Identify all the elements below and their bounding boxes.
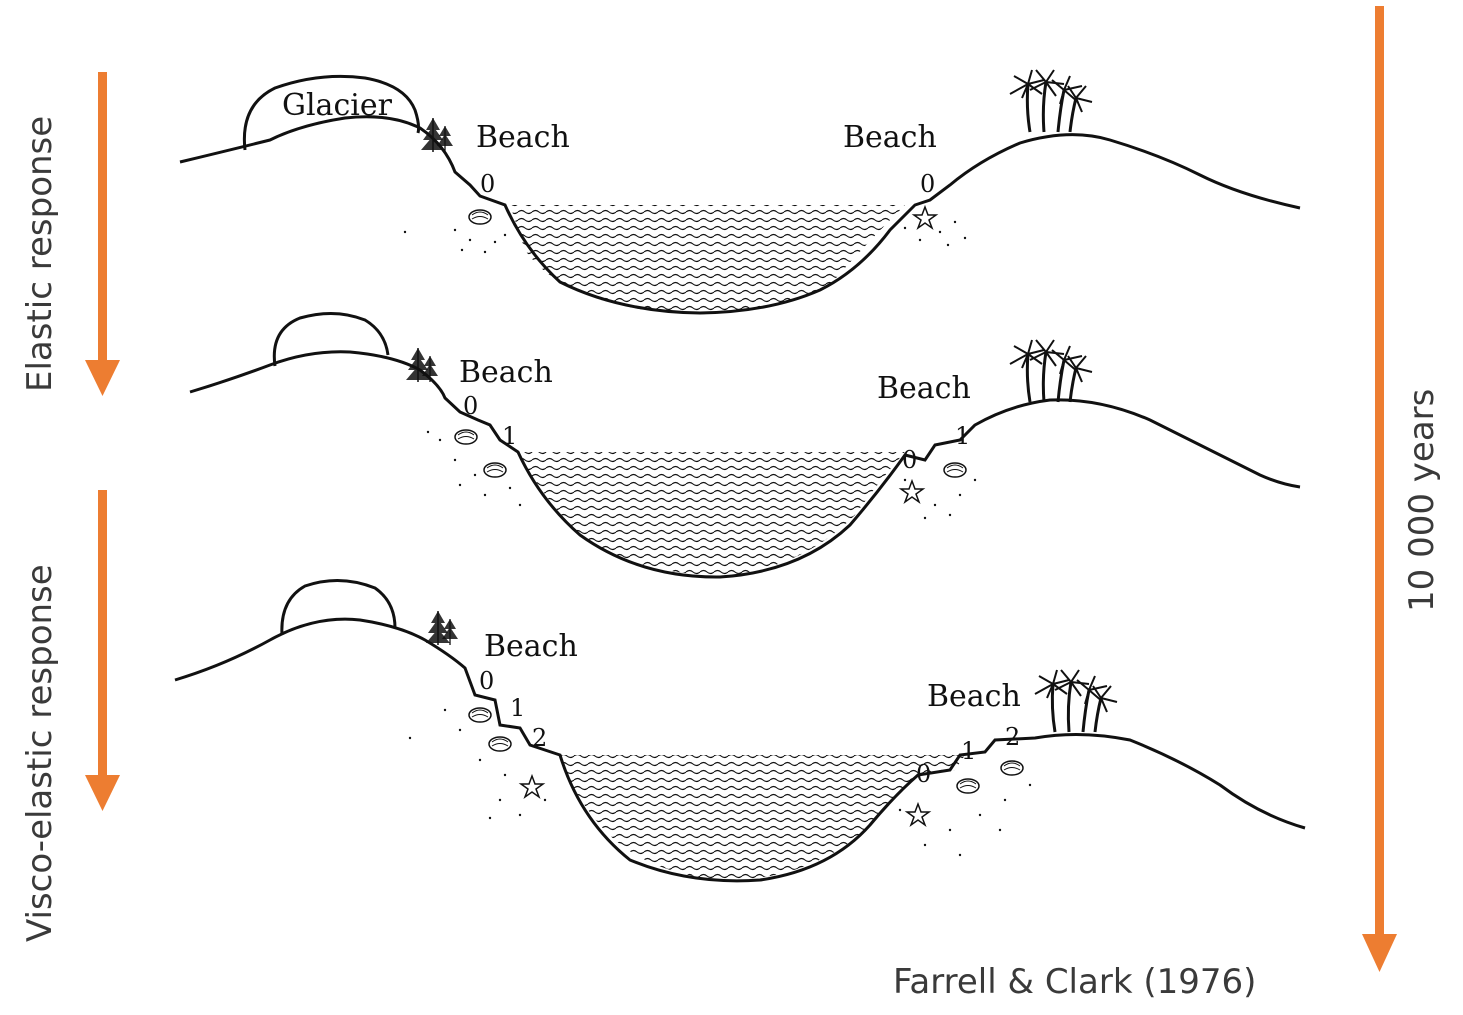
- left-mark-2: 2: [532, 724, 547, 752]
- duration-label: 10 000 years: [1402, 389, 1442, 612]
- right-mark-1: 1: [961, 737, 976, 765]
- visco-elastic-response-label: Visco-elastic response: [20, 564, 60, 942]
- right-shoreline-mark: 0: [920, 170, 935, 198]
- panel-present: Glacier Beach Beach 0 0: [180, 70, 1300, 314]
- left-mark-1: 1: [502, 422, 517, 450]
- shell-icon: [484, 463, 506, 477]
- left-beach-label: Beach: [459, 355, 553, 390]
- right-beach-label: Beach: [877, 371, 971, 406]
- visco-elastic-arrow: [85, 490, 120, 811]
- citation: Farrell & Clark (1976): [893, 962, 1256, 1002]
- left-mark-0: 0: [463, 392, 478, 420]
- starfish-icon: [521, 776, 543, 797]
- starfish-icon: [914, 207, 936, 228]
- starfish-icon: [901, 481, 923, 502]
- panel-visco-elastic: Beach Beach 0 1 2 0 1 2: [175, 580, 1305, 880]
- panel-elastic: Beach Beach 0 1 0 1: [190, 313, 1300, 577]
- palm-trees-icon: [1035, 670, 1117, 732]
- right-mark-1: 1: [955, 422, 970, 450]
- elastic-response-label: Elastic response: [20, 116, 60, 392]
- left-shoreline-mark: 0: [480, 170, 495, 198]
- shell-icon: [944, 463, 966, 477]
- right-mark-2: 2: [1005, 723, 1020, 751]
- shell-icon: [469, 210, 491, 224]
- shell-icon: [957, 779, 979, 793]
- left-mark-0: 0: [479, 667, 494, 695]
- sea-basin: [518, 452, 905, 576]
- right-beach-label: Beach: [843, 120, 937, 155]
- tree-icon: [426, 611, 458, 645]
- right-beach-label: Beach: [927, 679, 1021, 714]
- sea-basin: [510, 205, 905, 314]
- left-mark-1: 1: [510, 694, 525, 722]
- sea-basin: [560, 755, 965, 880]
- shell-icon: [1001, 761, 1023, 775]
- starfish-icon: [907, 804, 929, 825]
- left-beach-label: Beach: [484, 629, 578, 664]
- left-beach-label: Beach: [476, 120, 570, 155]
- shell-icon: [455, 430, 477, 444]
- palm-trees-icon: [1010, 340, 1092, 402]
- time-arrow: [1362, 6, 1397, 972]
- palm-trees-icon: [1010, 70, 1092, 132]
- shell-icon: [489, 737, 511, 751]
- right-mark-0: 0: [916, 760, 931, 788]
- glacier-label: Glacier: [282, 88, 393, 123]
- right-mark-0: 0: [902, 446, 917, 474]
- shell-icon: [469, 708, 491, 722]
- elastic-arrow: [85, 72, 120, 396]
- tree-icon: [421, 118, 453, 152]
